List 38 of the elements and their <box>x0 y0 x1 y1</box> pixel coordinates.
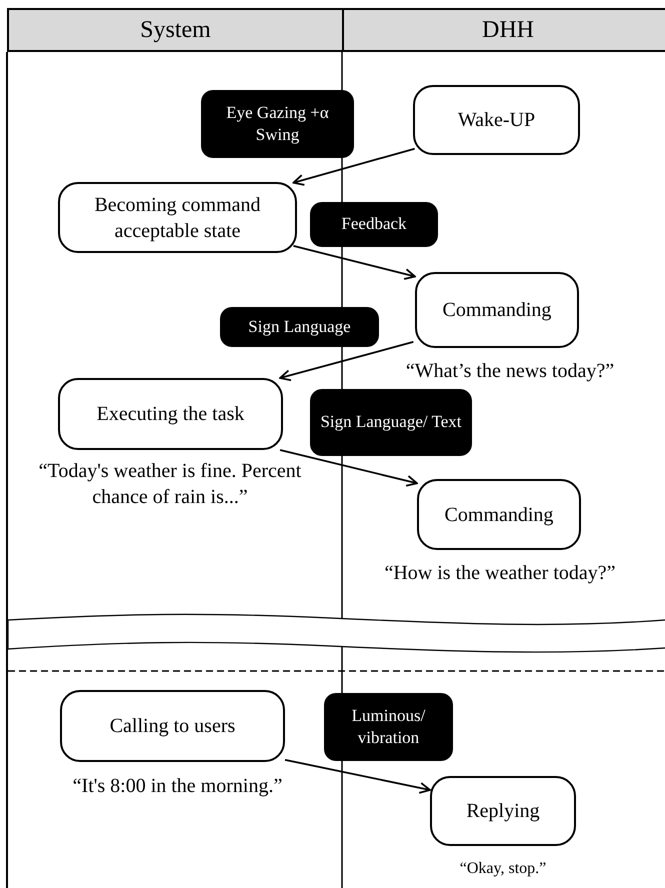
modality-label-box <box>201 90 354 158</box>
utterance-text: “It's 8:00 in the morning.” <box>72 774 284 799</box>
node-label: Sign Language <box>248 316 351 338</box>
node-label: Replying <box>466 799 540 824</box>
state-box <box>417 479 581 550</box>
node-label: Wake-UP <box>458 108 536 133</box>
state-box <box>58 182 297 253</box>
utterance-text: “How is the weather today?” <box>383 561 616 586</box>
node-label: DHH <box>482 16 534 44</box>
modality-label-box <box>324 693 453 761</box>
node-label: Commanding <box>444 502 554 528</box>
utterance-text: “Today's weather is fine. Percent chance of rain is...” <box>38 459 302 510</box>
node-label: System <box>140 16 211 44</box>
state-box <box>60 690 285 762</box>
state-box <box>415 272 579 348</box>
node-label: Executing the task <box>96 402 244 427</box>
utterance-text: “What’s the news today?” <box>404 359 616 384</box>
state-box <box>413 85 580 155</box>
node-label: Eye Gazing +α Swing <box>225 102 330 146</box>
modality-label-box <box>220 307 379 347</box>
arrow <box>280 449 418 487</box>
node-label: Sign Language/ Text <box>320 411 462 434</box>
modality-label-box <box>310 389 472 456</box>
arrow <box>293 245 416 280</box>
node-label: Becoming command acceptable state <box>93 192 262 244</box>
lane-header <box>7 8 344 52</box>
node-label: Feedback <box>341 213 407 236</box>
node-label: Luminous/ vibration <box>350 704 426 749</box>
node-label: Calling to users <box>110 714 236 739</box>
utterance-text: “Okay, stop.” <box>458 859 548 879</box>
arrow <box>284 758 431 794</box>
state-box <box>430 776 576 846</box>
arrow <box>292 148 415 186</box>
lane-header <box>342 8 665 52</box>
state-box <box>58 378 283 450</box>
arrow <box>279 341 414 382</box>
node-label: Commanding <box>442 298 552 323</box>
modality-label-box <box>310 202 438 247</box>
